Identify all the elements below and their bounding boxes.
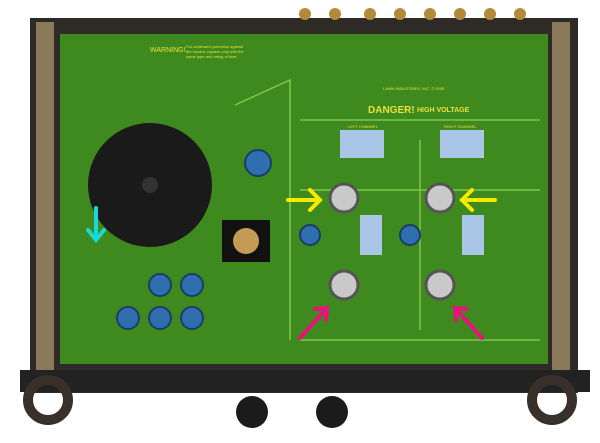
- handle-left: [23, 375, 73, 425]
- fuse-note-line: fire hazard, replace only with the: [186, 49, 244, 54]
- arrow-yellow-right: [459, 188, 497, 212]
- arrow-pink-left: [298, 305, 330, 340]
- vacuum-tubes: [328, 182, 456, 301]
- warning-label: WARNING!: [150, 47, 186, 54]
- arrow-cyan: [86, 206, 106, 244]
- fuse-note-line: same type and rating of fuse.: [186, 54, 238, 59]
- knob-left: [236, 396, 268, 428]
- high-voltage-label: HIGH VOLTAGE: [417, 107, 470, 114]
- annotation-arrows: [86, 188, 497, 340]
- side-rail-right: [552, 22, 570, 388]
- right-channel-label: RIGHT CHANNEL: [444, 124, 477, 129]
- maker-label: LAMM INDUSTRIES, INC. © 2005: [383, 86, 445, 91]
- left-channel-label: LEFT CHANNEL: [348, 124, 378, 129]
- film-capacitors: [340, 130, 484, 255]
- arrow-yellow-left: [286, 188, 323, 212]
- handle-right: [527, 375, 577, 425]
- arrow-pink-right: [452, 305, 484, 340]
- knob-right: [316, 396, 348, 428]
- danger-label: DANGER!: [368, 105, 415, 116]
- front-panel: [20, 370, 590, 392]
- fuse-note: For continued protection against fire ha…: [186, 44, 244, 59]
- filter-capacitors: [116, 149, 421, 330]
- rear-connectors: [299, 8, 526, 20]
- side-rail-left: [36, 22, 54, 388]
- fuse-note-line: For continued protection against: [186, 44, 244, 49]
